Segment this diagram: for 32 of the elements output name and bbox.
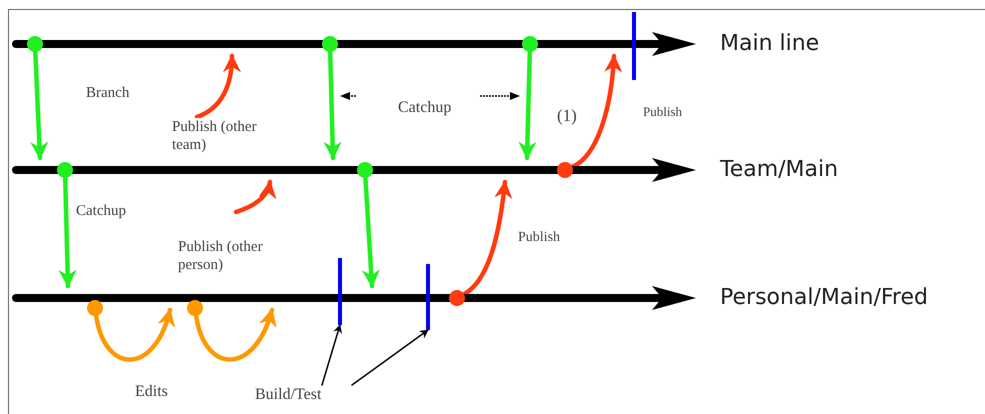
commit-dot [322,36,338,52]
commit-dot [449,290,465,306]
commit-dot [557,162,573,178]
arrow [194,308,276,362]
commit-dot [57,162,73,178]
note-text: Build/Test [255,385,322,404]
arrow [362,176,380,288]
arrow [234,180,276,214]
build-marker [632,12,636,80]
arrow [30,50,48,160]
build-marker [426,264,430,330]
note-text: Edits [135,382,168,402]
timeline-label: Personal/Main/Fred [720,286,928,310]
commit-dot [27,36,43,52]
arrow [324,50,342,160]
build-marker [338,258,342,325]
timeline-label: Main line [720,32,820,56]
commit-dot [87,300,103,316]
arrow [194,54,241,120]
commit-dot [522,36,538,52]
arrow [518,50,536,160]
edge-label: Catchup [76,202,126,220]
arrow [58,176,77,288]
timeline-label: Team/Main [720,158,838,182]
arrow [94,308,174,362]
commit-dot [357,162,373,178]
commit-dot [187,300,203,316]
note-text: (1) [557,106,577,126]
note-text: Catchup [398,98,452,118]
leader-line [351,329,429,386]
arrow [462,180,512,296]
leader-line [321,324,342,386]
